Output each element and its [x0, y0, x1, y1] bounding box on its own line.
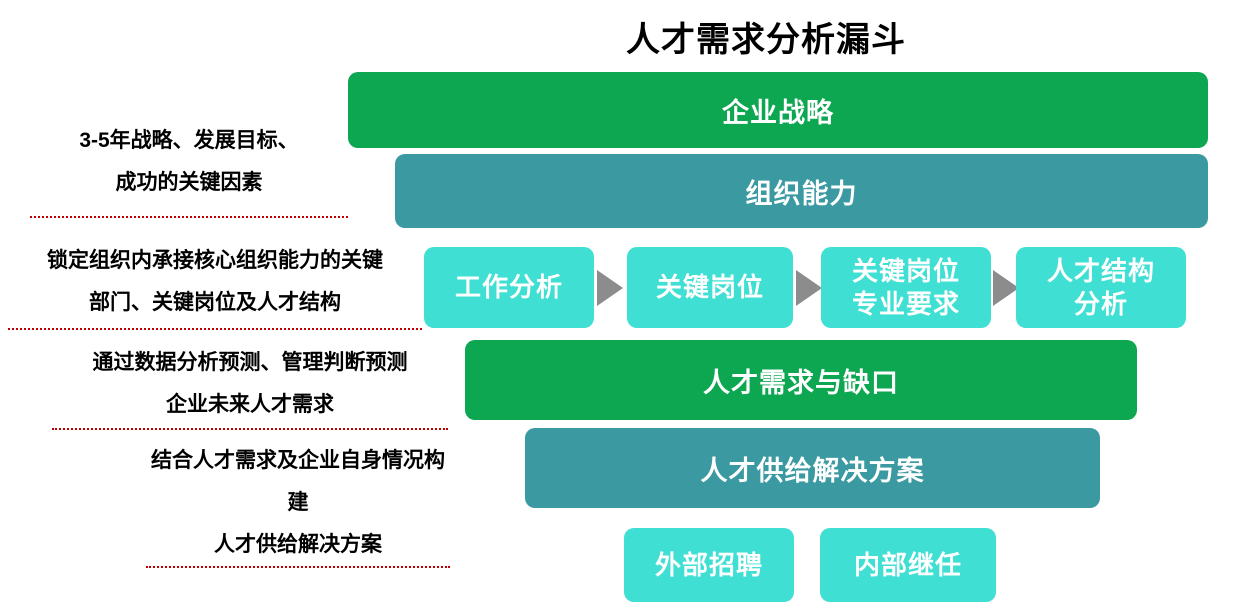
bar-enterprise-strategy: 企业战略	[348, 72, 1208, 148]
box-external-recruitment: 外部招聘	[624, 528, 794, 602]
arrow-right-icon	[796, 270, 822, 306]
annotation-demand-forecast: 通过数据分析预测、管理判断预测 企业未来人才需求	[52, 342, 448, 430]
annotation-key-departments: 锁定组织内承接核心组织能力的关键 部门、关键岗位及人才结构	[8, 240, 422, 330]
step-job-analysis: 工作分析	[424, 247, 594, 328]
bar-talent-demand-gap: 人才需求与缺口	[465, 340, 1137, 420]
box-internal-succession: 内部继任	[820, 528, 996, 602]
diagram-title: 人才需求分析漏斗	[626, 21, 906, 59]
annotation-supply-solution: 结合人才需求及企业自身情况构建 人才供给解决方案	[146, 440, 450, 568]
bar-talent-supply-solution: 人才供给解决方案	[525, 428, 1100, 508]
step-key-positions: 关键岗位	[627, 247, 793, 328]
arrow-right-icon	[597, 270, 623, 306]
bar-organizational-capability: 组织能力	[395, 154, 1208, 228]
annotation-strategy-goals: 3-5年战略、发展目标、 成功的关键因素	[30, 120, 348, 218]
step-key-position-requirements: 关键岗位 专业要求	[821, 247, 991, 328]
step-talent-structure-analysis: 人才结构 分析	[1016, 247, 1186, 328]
